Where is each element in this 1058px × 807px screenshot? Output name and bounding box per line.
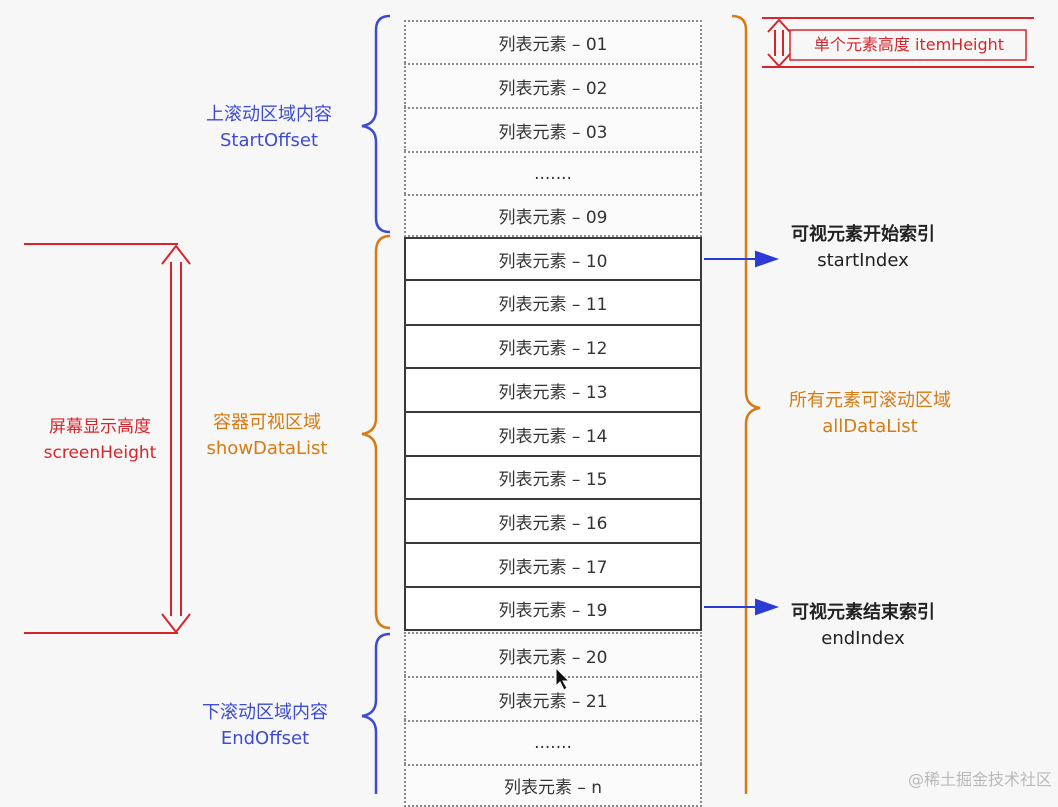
- list-item: 列表元素 – 03: [404, 107, 702, 151]
- visible-region-title: 容器可视区域: [213, 412, 321, 433]
- start-index-subtitle: startIndex: [817, 250, 909, 271]
- list-item: 列表元素 – 01: [404, 20, 702, 63]
- list-item: 列表元素 – 10: [404, 237, 702, 281]
- item-height-box: [789, 29, 1027, 61]
- end-index-arrow: [704, 598, 780, 616]
- visible-region-subtitle: showDataList: [206, 438, 328, 459]
- list-item: 列表元素 – 16: [404, 500, 702, 544]
- list-item: 列表元素 – 17: [404, 544, 702, 588]
- top-region-subtitle: StartOffset: [219, 130, 319, 151]
- start-index-title: 可视元素开始索引: [791, 224, 935, 245]
- list-item: 列表元素 – 21: [404, 676, 702, 720]
- screen-height-arrow: [161, 244, 191, 634]
- all-data-subtitle: allDataList: [822, 416, 918, 437]
- list-item: 列表元素 – 11: [404, 281, 702, 326]
- list-item: 列表元素 – 15: [404, 457, 702, 500]
- visible-region-label: 容器可视区域 showDataList: [192, 410, 342, 462]
- list-item: 列表元素 – 12: [404, 326, 702, 369]
- list-item: 列表元素 – 02: [404, 63, 702, 107]
- bottom-region-brace: [361, 632, 391, 794]
- end-index-title: 可视元素结束索引: [791, 602, 935, 623]
- watermark: @稀土掘金技术社区: [907, 770, 1052, 789]
- bottom-region-title: 下滚动区域内容: [202, 702, 328, 723]
- item-height-indicator: [762, 17, 1034, 68]
- all-data-brace: [731, 14, 761, 794]
- end-index-label: 可视元素结束索引 endIndex: [778, 600, 948, 652]
- bottom-region-subtitle: EndOffset: [220, 728, 310, 749]
- list-item: 列表元素 – 20: [404, 632, 702, 676]
- top-region-label: 上滚动区域内容 StartOffset: [194, 102, 344, 154]
- list-item: 列表元素 – 13: [404, 369, 702, 413]
- list-item: 列表元素 – 14: [404, 413, 702, 457]
- top-region-title: 上滚动区域内容: [206, 104, 332, 125]
- cursor-icon: [555, 666, 571, 691]
- screen-height-label: 屏幕显示高度 screenHeight: [30, 414, 170, 466]
- start-index-label: 可视元素开始索引 startIndex: [778, 222, 948, 274]
- end-index-subtitle: endIndex: [821, 628, 905, 649]
- start-index-arrow: [704, 250, 780, 268]
- list-item: 列表元素 – 09: [404, 194, 702, 237]
- all-data-label: 所有元素可滚动区域 allDataList: [770, 388, 970, 440]
- item-height-label: 单个元素高度 itemHeight: [813, 35, 1005, 54]
- list-item: .......: [404, 151, 702, 194]
- all-data-title: 所有元素可滚动区域: [789, 390, 951, 411]
- screen-height-title: 屏幕显示高度: [49, 417, 151, 437]
- top-region-brace: [361, 14, 391, 234]
- screen-height-subtitle: screenHeight: [43, 443, 157, 463]
- visible-region-brace: [361, 234, 391, 630]
- list-item: 列表元素 – 19: [404, 588, 702, 631]
- bottom-region-label: 下滚动区域内容 EndOffset: [190, 700, 340, 752]
- list-item: .......: [404, 720, 702, 764]
